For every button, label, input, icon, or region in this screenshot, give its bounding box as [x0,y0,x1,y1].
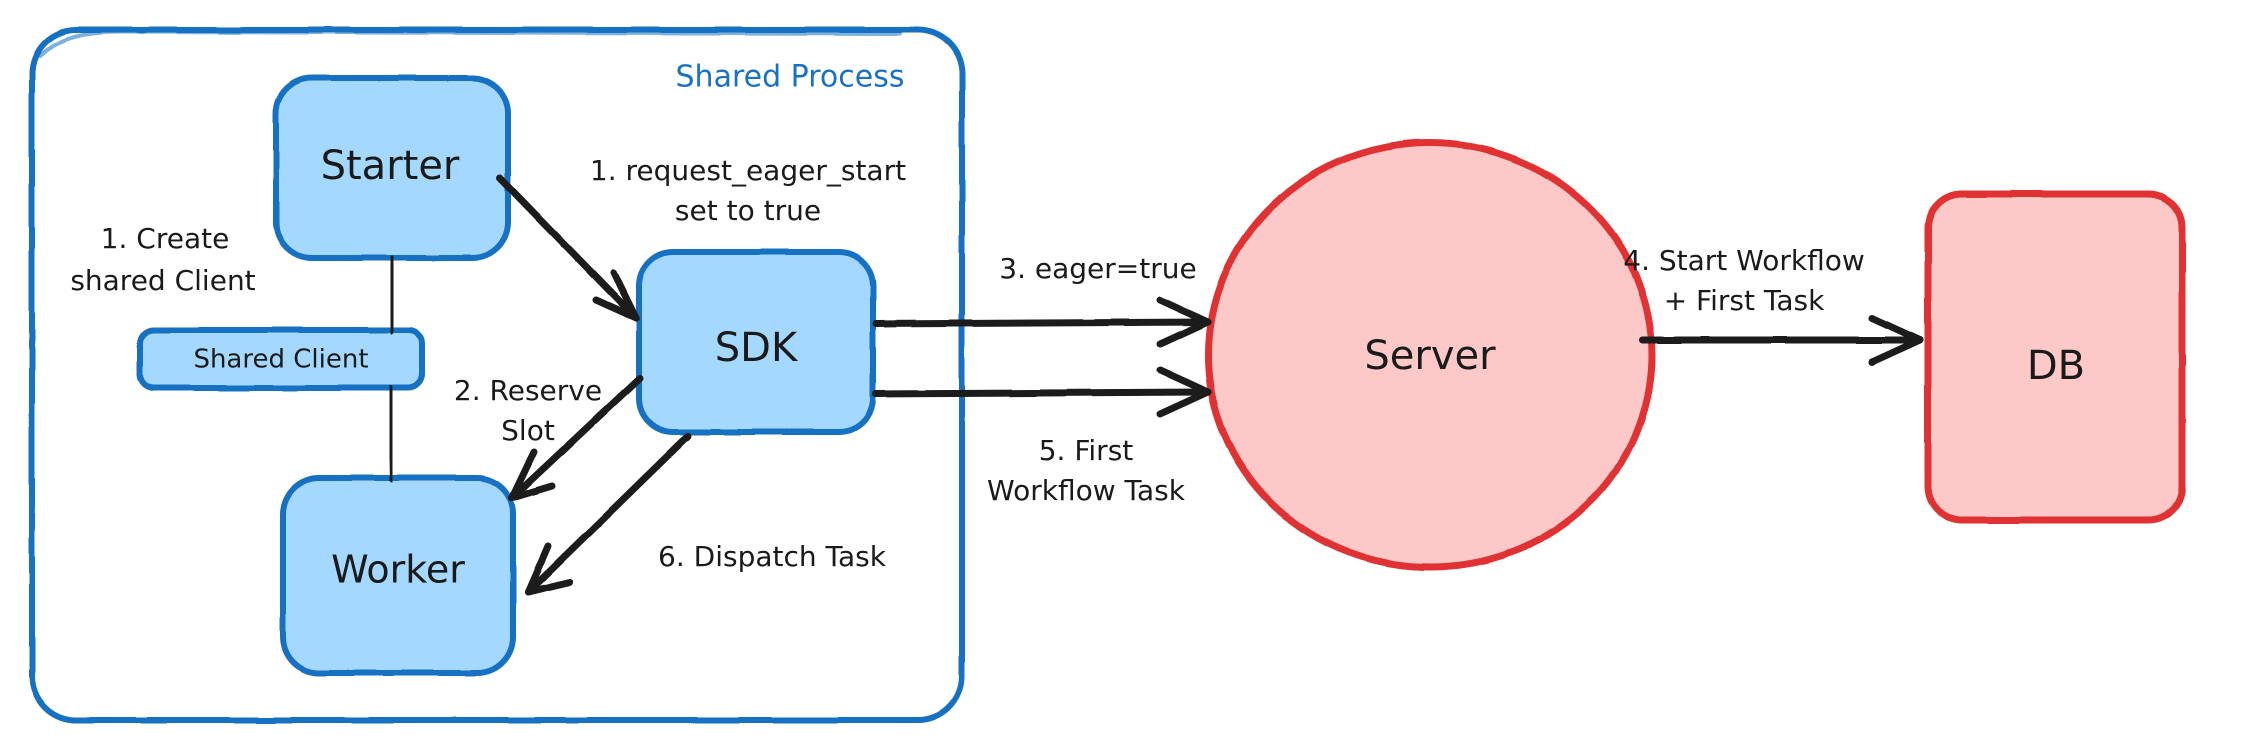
shared-process-label: Shared Process [676,60,905,95]
edge-create-shared-client-line [388,255,396,335]
edge-request-eager-start-arrowhead [592,269,640,322]
node-server[interactable]: Server [1204,139,1656,571]
server-shape [1204,139,1656,571]
server-label: Server [1364,333,1496,379]
edge-start-workflow [1638,314,1924,366]
edge-eager-true [872,296,1212,348]
db-shape [1924,190,2186,524]
edge-label-dispatch-task: 6. Dispatch Task [658,540,887,573]
edge-label-reserve-slot-line2: Slot [501,414,555,447]
edge-first-workflow-task [872,366,1212,418]
edge-eager-true-arrowhead [1156,296,1212,348]
edge-reserve-slot-line [508,374,644,502]
shared-client-label: Shared Client [193,345,368,375]
edge-first-workflow-task-arrowhead [1156,366,1212,418]
edge-dispatch-task-arrowhead [524,542,574,596]
worker-shape [280,475,516,676]
starter-label: Starter [321,143,460,189]
edge-start-workflow-arrowhead [1868,314,1924,366]
shared-client-shape [137,327,425,391]
edge-create-shared-client [388,255,396,335]
edge-label-create-shared-client-line2: shared Client [70,264,255,297]
node-db[interactable]: DB [1924,190,2186,524]
edge-label-first-workflow-task-line1: 5. First [1039,434,1134,467]
sdk-label: SDK [715,325,799,371]
node-shared-client[interactable]: Shared Client [137,327,425,391]
node-worker[interactable]: Worker [280,475,516,676]
shared-process-border [29,27,965,723]
edge-label-eager-true: 3. eager=true [999,252,1196,285]
edge-dispatch-task [524,432,692,596]
edge-label-request-eager-start-line2: set to true [675,194,821,227]
edge-label-create-shared-client-line1: 1. Create [101,222,230,255]
edge-label-first-workflow-task-line2: Workflow Task [987,474,1186,507]
node-sdk[interactable]: SDK [636,249,876,435]
shared-process-border-sketch [38,29,902,58]
edge-dispatch-task-line [524,432,692,596]
edge-eager-true-line [872,318,1212,328]
edge-label-start-workflow-line1: 4. Start Workflow [1623,244,1865,277]
edge-shared-client-worker-line [387,385,395,483]
edge-label-reserve-slot-line1: 2. Reserve [454,374,602,407]
sdk-shape [636,249,876,435]
db-label: DB [2027,343,2085,389]
edge-first-workflow-task-line [872,388,1212,398]
edge-label-start-workflow-line2: + First Task [1664,284,1825,317]
edge-shared-client-worker [387,385,395,483]
edge-request-eager-start-line [496,174,640,322]
edge-request-eager-start [496,174,640,322]
worker-label: Worker [331,548,465,592]
node-starter[interactable]: Starter [273,75,511,261]
group-shared-process [29,27,965,723]
edge-reserve-slot-arrowhead [508,448,556,502]
edge-reserve-slot [508,374,644,502]
edge-label-request-eager-start-line1: 1. request_eager_start [590,154,906,187]
